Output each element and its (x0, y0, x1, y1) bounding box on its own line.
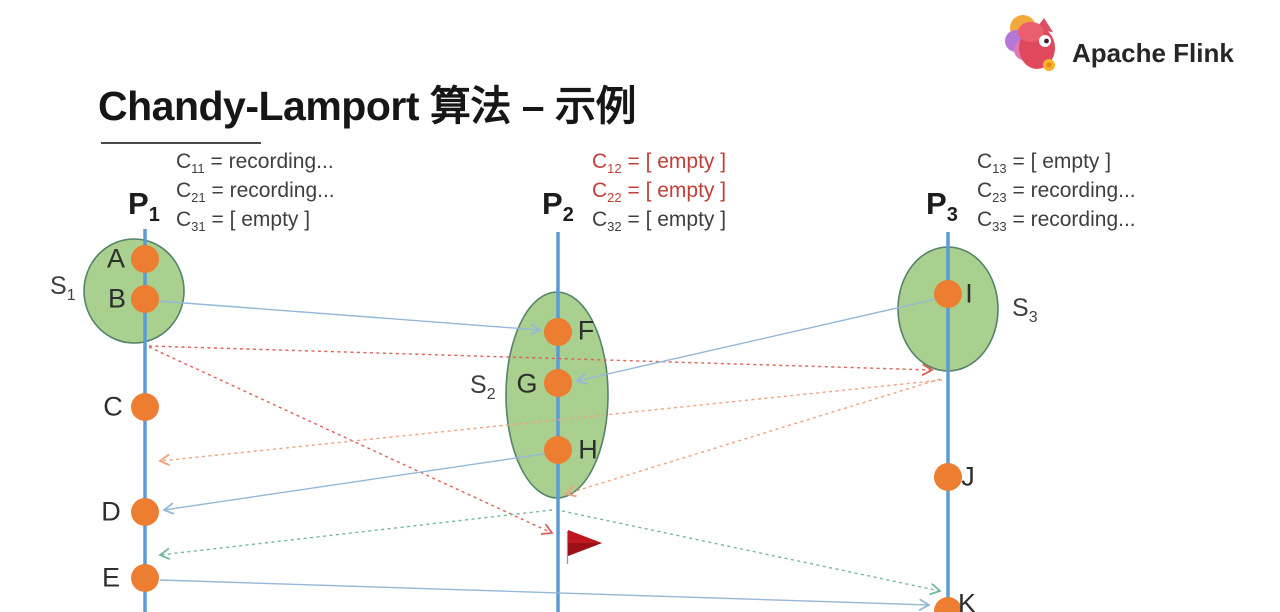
channel-state-line-highlighted: C12 = [ empty ] (592, 150, 727, 177)
event-dot-c (131, 393, 159, 421)
channel-state-line: C33 = recording... (977, 208, 1136, 235)
event-label-a: A (106, 243, 126, 274)
marker-arrow-p2-to-p3 (561, 510, 940, 591)
event-label-j: J (961, 461, 975, 492)
channel-states-p1: C11 = recording... C21 = recording... C3… (176, 147, 335, 234)
event-label-k: K (957, 588, 977, 612)
logo-text: Apache Flink (1072, 38, 1234, 68)
message-line-i-to-g (577, 297, 942, 381)
snapshot-label-s3: S3 (1012, 294, 1038, 326)
marker-arrow-p3-to-p1 (160, 379, 943, 461)
flink-squirrel-icon (1005, 15, 1055, 71)
marker-arrow-p2-to-p1 (160, 509, 553, 555)
process-label-p1: P1 (128, 186, 160, 227)
event-dot-g (544, 369, 572, 397)
marker-arrow-p1-to-p3 (148, 345, 932, 370)
event-label-f: F (577, 315, 595, 346)
event-dot-k (934, 597, 962, 612)
process-label-p3: P3 (926, 186, 958, 227)
channel-state-line: C31 = [ empty ] (176, 208, 311, 235)
event-dot-i (934, 280, 962, 308)
message-line-b-to-f (157, 300, 540, 330)
channel-state-line: C32 = [ empty ] (592, 208, 727, 235)
channel-state-line: C11 = recording... (176, 150, 334, 177)
event-dot-f (544, 318, 572, 346)
channel-states-p3: C13 = [ empty ] C23 = recording... C33 =… (977, 147, 1136, 234)
event-dot-e (131, 564, 159, 592)
marker-arrow-p3-to-p2 (566, 378, 941, 494)
event-label-e: E (101, 562, 121, 593)
event-dot-b (131, 285, 159, 313)
channel-state-line: C13 = [ empty ] (977, 150, 1112, 177)
channel-state-line: C21 = recording... (176, 179, 335, 206)
event-label-g: G (516, 368, 538, 399)
channel-states-p2: C12 = [ empty ] C22 = [ empty ] C32 = [ … (592, 147, 726, 234)
flag-icon (566, 530, 602, 564)
marker-arrow-p1-to-p2 (148, 346, 552, 533)
event-label-i: I (965, 278, 973, 309)
event-dot-a (131, 245, 159, 273)
event-label-b: B (107, 283, 127, 314)
page-title: Chandy-Lamport 算法 – 示例 (98, 83, 636, 129)
event-dot-h (544, 436, 572, 464)
snapshot-label-s1: S1 (50, 272, 76, 304)
snapshot-label-s2: S2 (470, 371, 496, 403)
channel-state-line-highlighted: C22 = [ empty ] (592, 179, 727, 206)
message-line-h-to-d (164, 452, 551, 510)
process-label-p2: P2 (542, 186, 574, 227)
event-dot-j (934, 463, 962, 491)
message-line-e-to-k (159, 579, 929, 605)
event-dot-d (131, 498, 159, 526)
event-label-c: C (103, 391, 123, 422)
event-label-d: D (101, 496, 121, 527)
title-underline (101, 142, 261, 144)
event-label-h: H (578, 434, 598, 465)
channel-state-line: C23 = recording... (977, 179, 1136, 206)
